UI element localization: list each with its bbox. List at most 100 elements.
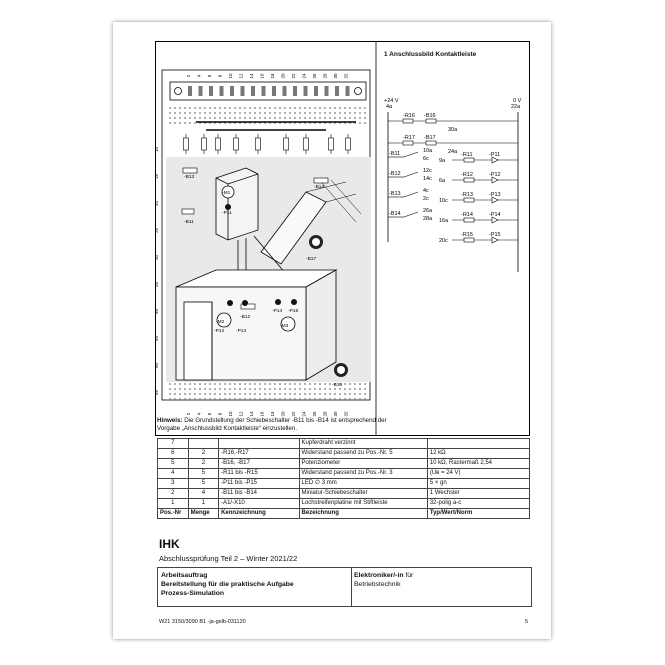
grid-hole <box>309 112 311 114</box>
supply-plus-pin: 4a <box>386 104 393 110</box>
table-header-cell: Typ/Wert/Norm <box>426 508 531 519</box>
grid-hole <box>364 107 366 109</box>
row-number: 20 <box>156 200 159 206</box>
grid-hole <box>239 383 241 385</box>
grid-hole <box>339 117 341 119</box>
exam-title: Abschlussprüfung Teil 2 – Winter 2021/22 <box>159 554 298 563</box>
table-cell: 2 <box>157 488 189 499</box>
grid-hole <box>299 388 301 390</box>
component-label: -B16 <box>332 382 342 388</box>
grid-hole <box>259 398 261 400</box>
grid-hole <box>314 398 316 400</box>
table-header-cell: Bezeichnung <box>298 508 428 519</box>
grid-hole <box>254 112 256 114</box>
grid-hole <box>189 398 191 400</box>
led-resistor <box>463 157 475 163</box>
grid-hole <box>339 107 341 109</box>
switch-pin: 2c <box>423 196 429 202</box>
grid-hole <box>204 107 206 109</box>
component-label: -B14 <box>314 184 324 190</box>
grid-hole <box>214 383 216 385</box>
grid-hole <box>179 117 181 119</box>
row-number: 50 <box>156 362 159 368</box>
led-symbol <box>491 176 499 184</box>
pot <box>425 118 437 124</box>
pin-number-top: 28 <box>323 73 328 79</box>
table-cell: 7 <box>157 438 189 449</box>
order-right: Elektroniker/-in für Betriebstechnik <box>354 571 413 589</box>
grid-hole <box>299 383 301 385</box>
grid-hole <box>319 383 321 385</box>
table-cell: Widerstand passend zu Pos.-Nr. 5 <box>298 448 428 459</box>
grid-hole <box>364 388 366 390</box>
table-cell: 1 <box>187 498 220 509</box>
grid-hole <box>254 107 256 109</box>
grid-hole <box>364 122 366 124</box>
grid-hole <box>229 107 231 109</box>
pot-label: -B17 <box>424 135 436 141</box>
grid-hole <box>294 112 296 114</box>
pot-label: -B16 <box>424 113 436 119</box>
table-cell: 10 kΩ, Rastermaß 2,54 <box>426 458 531 469</box>
grid-hole <box>229 393 231 395</box>
pin <box>230 86 234 96</box>
pin-number-top: 14 <box>249 73 254 79</box>
switch-pin: 28a <box>423 216 433 222</box>
grid-hole <box>274 383 276 385</box>
resistor <box>233 137 239 151</box>
switch-contact <box>403 191 419 198</box>
grid-hole <box>189 383 191 385</box>
grid-hole <box>329 393 331 395</box>
grid-hole <box>239 117 241 119</box>
grid-hole <box>254 398 256 400</box>
table-cell: 5 <box>187 478 220 489</box>
pin <box>314 86 318 96</box>
grid-hole <box>359 122 361 124</box>
grid-hole <box>324 117 326 119</box>
grid-hole <box>204 398 206 400</box>
grid-hole <box>264 112 266 114</box>
row-number: 15 <box>156 173 159 179</box>
note-label: Hinweis: <box>157 417 183 424</box>
switch-contact <box>403 211 419 218</box>
grid-hole <box>234 398 236 400</box>
grid-hole <box>179 393 181 395</box>
led-resistor-label: -R13 <box>461 192 473 198</box>
switch-label: -B13 <box>389 191 401 197</box>
grid-hole <box>294 107 296 109</box>
figure-title: 1 Anschlussbild Kontaktleiste <box>384 51 477 58</box>
grid-hole <box>284 117 286 119</box>
grid-hole <box>359 388 361 390</box>
grid-hole <box>244 112 246 114</box>
table-header-cell: Pos.-Nr <box>157 508 189 519</box>
grid-hole <box>169 112 171 114</box>
grid-hole <box>264 388 266 390</box>
grid-hole <box>344 393 346 395</box>
grid-hole <box>259 107 261 109</box>
grid-hole <box>319 117 321 119</box>
grid-hole <box>324 107 326 109</box>
supply-zero-pin: 22a <box>511 104 521 110</box>
table-cell <box>218 438 300 449</box>
table-cell: Widerstand passend zu Pos.-Nr. 3 <box>298 468 428 479</box>
grid-hole <box>334 398 336 400</box>
grid-hole <box>319 107 321 109</box>
grid-hole <box>184 393 186 395</box>
component-label: -M3 <box>280 323 289 329</box>
grid-hole <box>234 388 236 390</box>
grid-hole <box>199 393 201 395</box>
table-cell: 2 <box>187 448 220 459</box>
led-label: -P12 <box>489 172 501 178</box>
table-cell: -R11 bis -R15 <box>218 468 300 479</box>
grid-hole <box>334 383 336 385</box>
component-label: -P11 <box>222 210 232 216</box>
pin <box>219 86 224 96</box>
grid-hole <box>304 393 306 395</box>
grid-hole <box>364 383 366 385</box>
row-number: 35 <box>156 281 159 287</box>
pin <box>209 86 213 96</box>
grid-hole <box>289 393 291 395</box>
pin <box>335 86 339 96</box>
